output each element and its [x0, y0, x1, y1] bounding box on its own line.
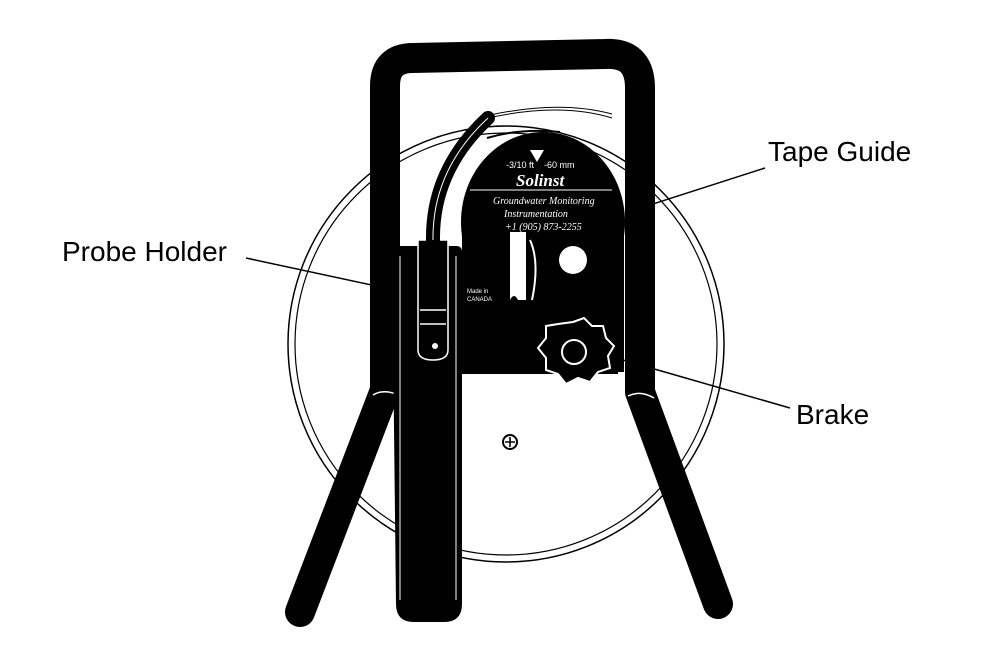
faceplate-phone: +1 (905) 873-2255: [505, 222, 582, 233]
probe: [417, 239, 449, 361]
probe-holder-leader: [245, 257, 396, 291]
scale-mm-label: -60 mm: [544, 160, 575, 170]
axle-screw-icon: [502, 434, 518, 450]
brake-leader: [615, 357, 791, 409]
tape-slot: [510, 232, 526, 300]
right-leg: [625, 377, 733, 619]
faceplate: -3/10 ft -60 mm Solinst Groundwater Moni…: [461, 129, 625, 303]
brand-logo: Solinst: [516, 171, 565, 190]
faceplate-line2: Instrumentation: [503, 209, 568, 220]
callout-lines: [245, 167, 791, 409]
made-in-country: CANADA: [467, 297, 492, 303]
tape: [487, 106, 613, 119]
made-in-label: Made in: [467, 289, 488, 295]
brake-knob: [536, 316, 616, 386]
tape-guide-leader: [627, 167, 766, 213]
faceplate-line1: Groundwater Monitoring: [493, 196, 595, 207]
brake-label: Brake: [796, 399, 869, 430]
left-leg: [285, 375, 400, 627]
frame-handle: [370, 38, 655, 392]
probe-holder: [392, 111, 495, 622]
v-notch-icon: [530, 150, 544, 162]
scale-ft-label: -3/10 ft: [506, 160, 535, 170]
lower-plate: [462, 372, 618, 374]
probe-holder-label: Probe Holder: [62, 236, 227, 267]
reel-outer-rim: [287, 125, 725, 563]
spool-hole: [559, 246, 587, 274]
frame: [285, 38, 733, 627]
tape-guide-label: Tape Guide: [768, 136, 911, 167]
